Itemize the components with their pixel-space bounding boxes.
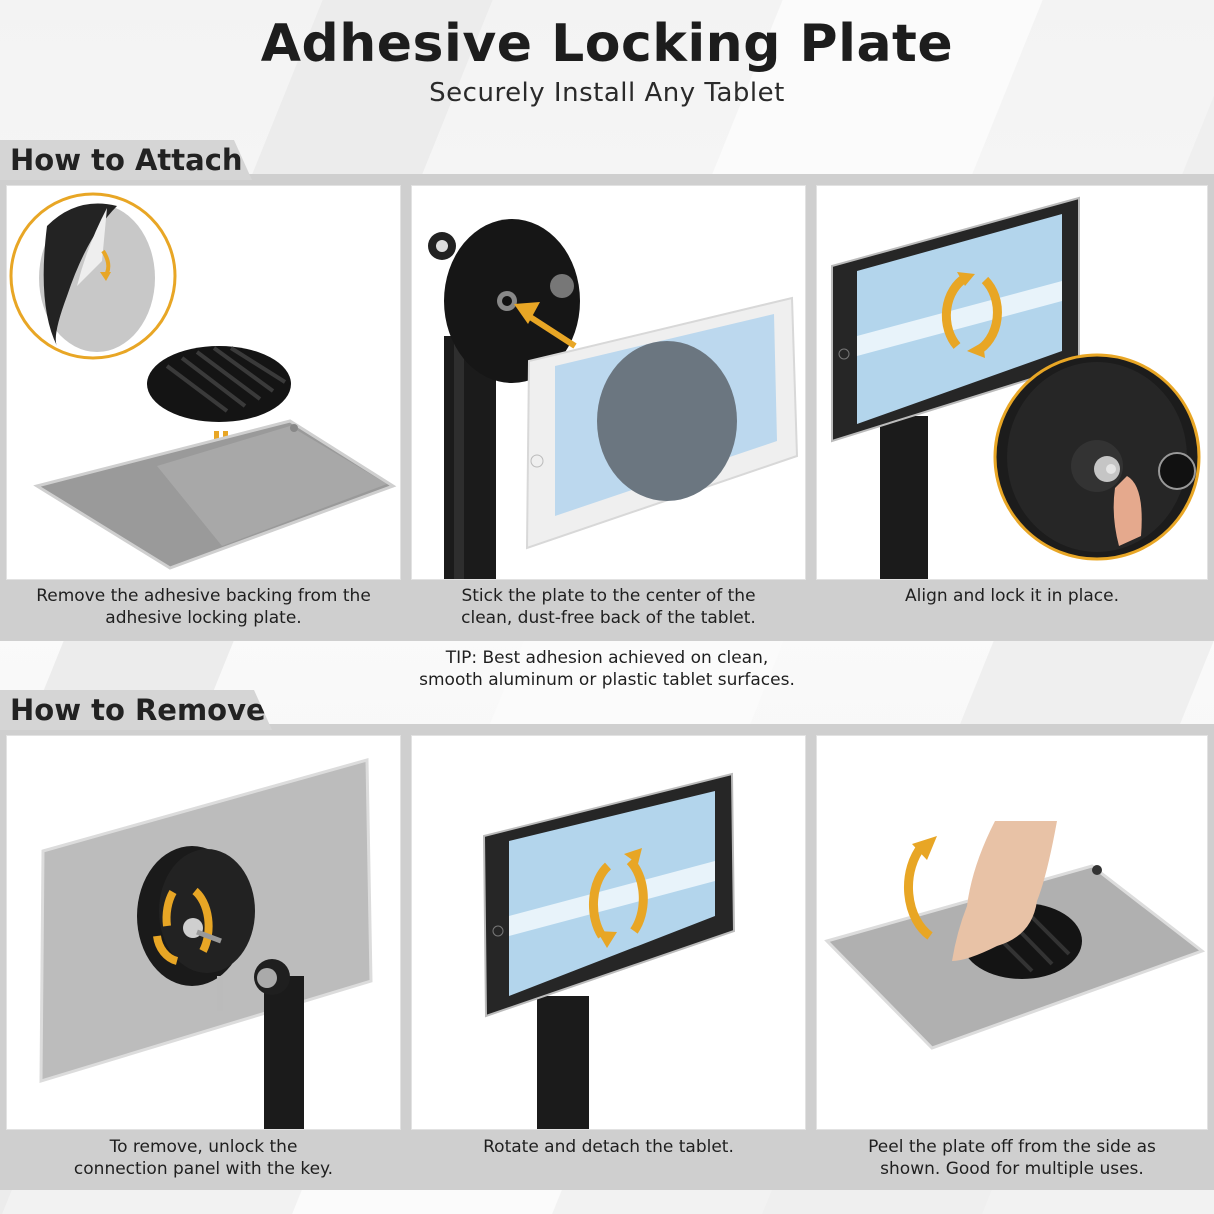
step-panel-unlock-key	[7, 736, 400, 1129]
step-caption: Remove the adhesive backing from the adh…	[36, 586, 371, 628]
page-title: Adhesive Locking Plate	[260, 14, 954, 74]
adhesive-backing-peel-illustration	[9, 192, 397, 570]
step-panel-rotate-detach	[412, 736, 805, 1129]
section-heading-remove: How to Remove	[0, 690, 272, 730]
page-subtitle: Securely Install Any Tablet	[429, 78, 785, 108]
step-caption: Peel the plate off from the side as show…	[868, 1137, 1156, 1179]
step-caption: To remove, unlock the connection panel w…	[73, 1137, 334, 1179]
step-caption: Rotate and detach the tablet.	[483, 1137, 734, 1157]
step-panel-align-lock	[817, 186, 1207, 579]
step-panel-remove-backing	[7, 186, 400, 579]
step-caption: Align and lock it in place.	[905, 586, 1119, 606]
peel-plate-off-illustration	[824, 821, 1206, 1050]
stick-plate-to-tablet-illustration	[428, 219, 799, 579]
rotate-detach-illustration	[482, 772, 736, 1129]
tip-note: TIP: Best adhesion achieved on clean, sm…	[419, 648, 795, 690]
section-heading-attach: How to Attach	[0, 140, 252, 180]
header: Adhesive Locking Plate Securely Install …	[0, 0, 1214, 140]
step-caption: Stick the plate to the center of the cle…	[461, 586, 756, 628]
step-panel-stick-plate	[412, 186, 805, 579]
step-panel-peel-plate	[817, 736, 1207, 1129]
align-and-lock-illustration	[831, 196, 1201, 579]
unlock-with-key-illustration	[39, 758, 373, 1129]
